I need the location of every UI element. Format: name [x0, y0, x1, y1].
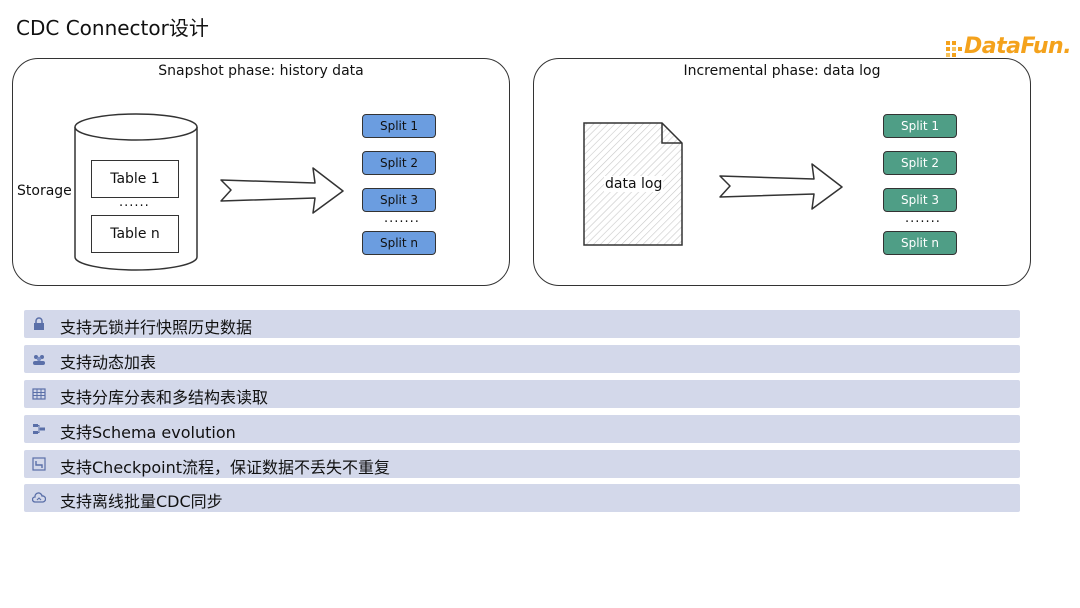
- incremental-panel: Incremental phase: data log data log Spl…: [533, 58, 1031, 286]
- feature-item: 支持Checkpoint流程，保证数据不丢失不重复: [24, 450, 1020, 478]
- lock-icon: [34, 317, 44, 330]
- schema-icon: [33, 424, 45, 434]
- table-icon: [32, 388, 46, 400]
- feature-item: 支持Schema evolution: [24, 415, 1020, 443]
- snapshot-split-2: Split 2: [362, 151, 436, 175]
- storage-label: Storage: [17, 183, 72, 199]
- snapshot-split-1: Split 1: [362, 114, 436, 138]
- incremental-panel-title: Incremental phase: data log: [683, 63, 881, 79]
- datafun-logo: DataFun.: [944, 34, 1072, 64]
- feature-text: 支持离线批量CDC同步: [60, 492, 223, 511]
- cloud-icon: [32, 492, 46, 503]
- snapshot-split-ellipsis: .......: [384, 211, 420, 226]
- feature-text: 支持无锁并行快照历史数据: [60, 318, 253, 337]
- table-n-box: Table n: [91, 215, 179, 253]
- snapshot-split-3: Split 3: [362, 188, 436, 212]
- incremental-split-1: Split 1: [883, 114, 957, 138]
- feature-text: 支持分库分表和多结构表读取: [60, 388, 269, 407]
- group-icon: [33, 355, 45, 365]
- checkpoint-icon: [32, 457, 46, 471]
- logo-text: DataFun.: [964, 34, 1072, 59]
- feature-item: 支持离线批量CDC同步: [24, 484, 1020, 512]
- feature-text: 支持Schema evolution: [60, 423, 236, 442]
- table-1-box: Table 1: [91, 160, 179, 198]
- data-log-label: data log: [604, 176, 664, 192]
- feature-text: 支持Checkpoint流程，保证数据不丢失不重复: [60, 458, 391, 477]
- right-arrow-icon: [220, 167, 344, 214]
- snapshot-split-n: Split n: [362, 231, 436, 255]
- incremental-split-3: Split 3: [883, 188, 957, 212]
- incremental-split-ellipsis: .......: [905, 211, 941, 226]
- table-ellipsis: ......: [119, 195, 150, 210]
- snapshot-panel-title: Snapshot phase: history data: [158, 63, 364, 79]
- feature-item: 支持分库分表和多结构表读取: [24, 380, 1020, 408]
- incremental-split-n: Split n: [883, 231, 957, 255]
- feature-text: 支持动态加表: [60, 353, 157, 372]
- logo-mark-icon: [946, 41, 962, 57]
- snapshot-panel: Snapshot phase: history data Storage Tab…: [12, 58, 510, 286]
- page-title: CDC Connector设计: [16, 16, 209, 40]
- right-arrow-icon: [719, 163, 843, 210]
- feature-item: 支持无锁并行快照历史数据: [24, 310, 1020, 338]
- feature-item: 支持动态加表: [24, 345, 1020, 373]
- incremental-split-2: Split 2: [883, 151, 957, 175]
